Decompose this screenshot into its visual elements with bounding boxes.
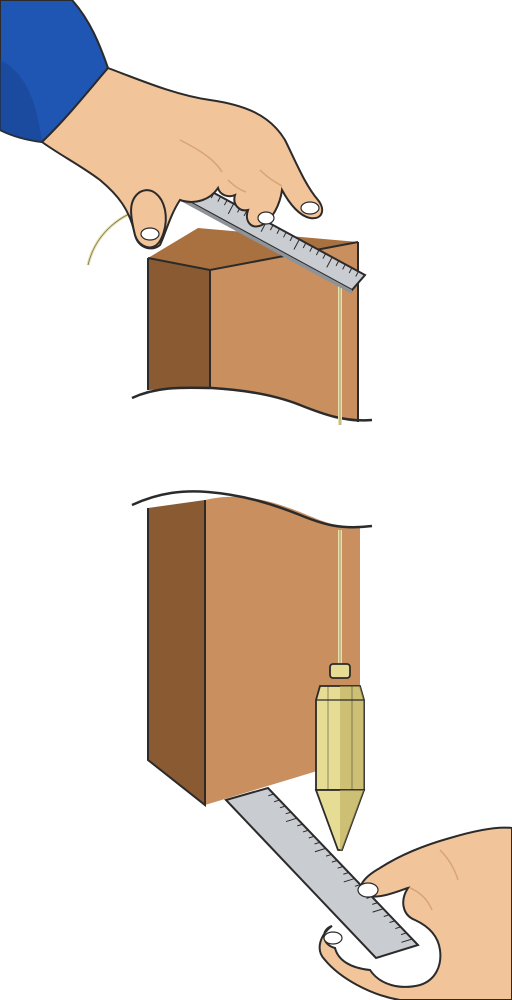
wall-block-icon — [132, 228, 372, 422]
wall-side-face — [148, 258, 210, 390]
bottom-scene — [132, 491, 512, 1000]
plumb-bob-icon — [316, 664, 364, 850]
hand-icon — [42, 68, 322, 248]
wall-side-face — [148, 500, 205, 805]
top-scene — [0, 0, 372, 425]
